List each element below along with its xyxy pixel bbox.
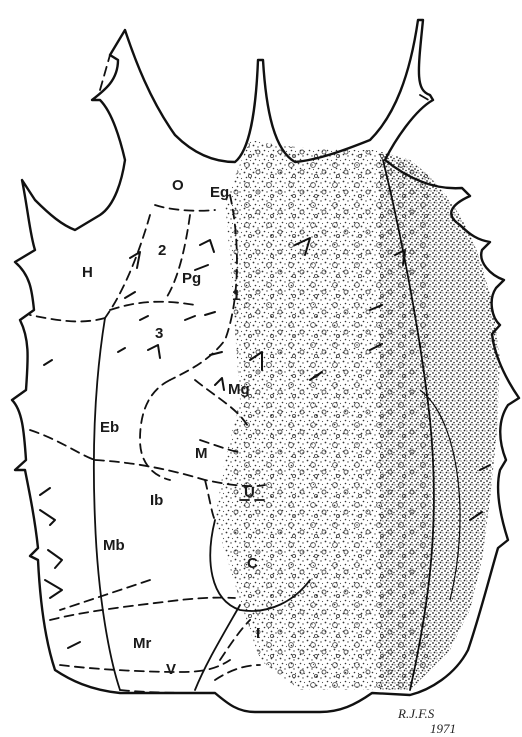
label-I: I: [256, 625, 260, 642]
label-C: C: [247, 555, 258, 572]
label-Ib: Ib: [150, 492, 163, 509]
label-M: M: [195, 445, 208, 462]
artist-signature: R.J.F.S 1971: [397, 706, 456, 736]
label-Eg: Eg: [210, 184, 229, 201]
label-O: O: [172, 177, 184, 194]
label-2: 2: [158, 242, 166, 259]
label-Pg: Pg: [182, 270, 201, 287]
label-U: U: [244, 484, 255, 501]
label-Mb: Mb: [103, 537, 125, 554]
label-Eb: Eb: [100, 419, 119, 436]
label-V: V: [166, 661, 176, 678]
label-Mr: Mr: [133, 635, 151, 652]
signature-year: 1971: [430, 721, 456, 736]
label-1: 1: [232, 287, 240, 304]
signature-initials: R.J.F.S: [397, 706, 435, 721]
label-3: 3: [155, 325, 163, 342]
label-Mg: Mg: [228, 381, 250, 398]
label-H: H: [82, 264, 93, 281]
